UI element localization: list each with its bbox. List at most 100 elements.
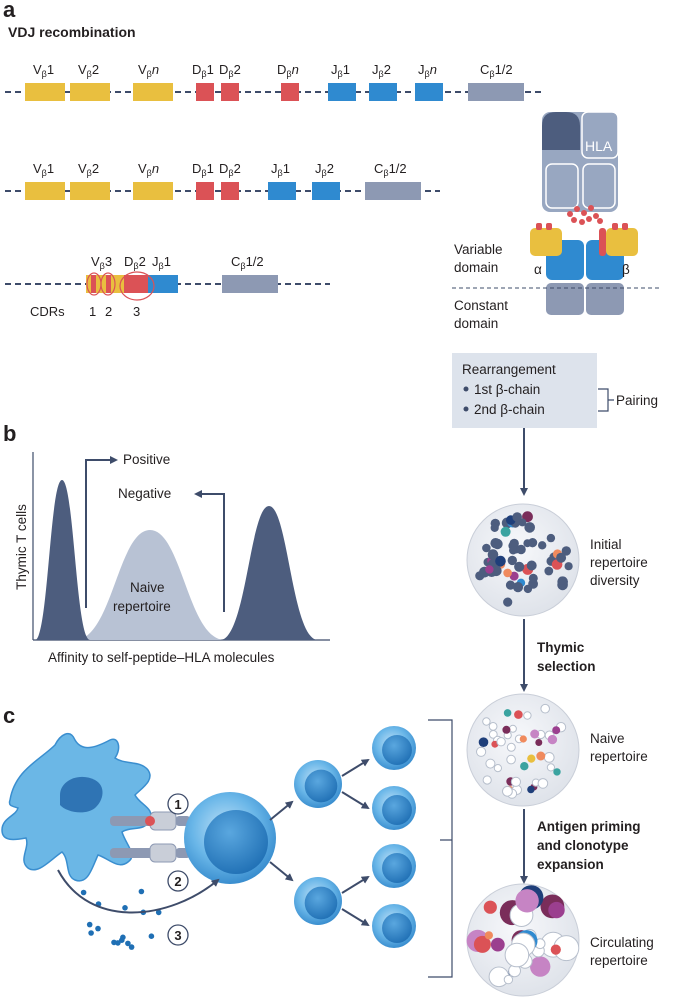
- c-segment: [365, 182, 421, 200]
- j-segment: [369, 83, 397, 101]
- negative-selection-arrow: [194, 490, 225, 612]
- clonotype-dot: [528, 573, 538, 583]
- clonotype-dot: [506, 742, 516, 752]
- expansion-arrow: [269, 861, 294, 882]
- clonotype-dot: [552, 726, 561, 735]
- clonotype-dot: [490, 523, 499, 533]
- dendritic-cell: [1, 732, 152, 882]
- clonotype-dot: [523, 711, 532, 720]
- j-segment: [415, 83, 443, 101]
- clonotype-dot: [561, 546, 571, 556]
- peptide-dot: [574, 206, 580, 212]
- circulating-label-2: repertoire: [590, 953, 648, 968]
- clonotype-dot: [512, 512, 522, 522]
- j-segment: [268, 182, 296, 200]
- hla-label-domain: [581, 111, 619, 159]
- clonotype-dot: [523, 584, 533, 594]
- clonotype-dot: [473, 935, 491, 953]
- clonotype-dot: [493, 764, 502, 773]
- gene-label: Dβ1: [192, 62, 214, 79]
- initial-label-3: diversity: [590, 573, 640, 588]
- gene-row-2: [25, 182, 421, 200]
- tcr-mhc-interaction: [110, 811, 190, 863]
- clonotype-dot: [530, 956, 551, 977]
- t-cell-clone-nucleus: [304, 886, 338, 920]
- clonotype-dot: [537, 778, 549, 789]
- clonotype-dot: [536, 751, 546, 761]
- thymic-selection-label-1: Thymic: [537, 640, 585, 655]
- clonotype-dot: [485, 565, 494, 574]
- cytokine-dot: [155, 909, 162, 916]
- naive-repertoire-label: Naive: [130, 580, 165, 595]
- clonotype-dot: [514, 561, 525, 572]
- t-cell-clone-nucleus: [382, 735, 412, 765]
- y-axis-label: Thymic T cells: [14, 504, 29, 590]
- clonal-expansion: [269, 726, 416, 948]
- rearrangement-item-2: 2nd β-chain: [474, 402, 545, 417]
- costim-receptor: [149, 843, 177, 863]
- signal-circle: [167, 924, 189, 946]
- pool-circle: [466, 693, 580, 807]
- gene-label: Vβ1: [33, 161, 54, 178]
- clonotype-dot: [538, 541, 547, 550]
- clonotype-dot: [530, 729, 540, 739]
- peptide: [145, 816, 155, 826]
- negative-label: Negative: [118, 486, 171, 501]
- clonotype-dot: [490, 565, 502, 577]
- naive-label-2: repertoire: [590, 749, 648, 764]
- x-axis-label: Affinity to self-peptide–HLA molecules: [48, 650, 275, 665]
- peptide-dot: [571, 217, 577, 223]
- beta-v-domain: [606, 228, 638, 256]
- variable-domain-label: Variable: [454, 242, 503, 257]
- clonotype-dot: [524, 522, 535, 533]
- gene-label: Vβ2: [78, 62, 99, 79]
- clonotype-dot: [548, 901, 565, 919]
- clonotype-dot: [547, 734, 558, 745]
- expansion-bracket: [428, 719, 453, 978]
- panel-b-letter: b: [3, 421, 16, 446]
- expansion-arrow: [341, 908, 370, 927]
- v-segment: [25, 182, 65, 200]
- cdr-number: 3: [133, 304, 140, 319]
- clonotype-dot: [503, 597, 513, 607]
- peptide-dot: [579, 219, 585, 225]
- clonotype-dot: [546, 533, 556, 543]
- clonotype-dot: [500, 526, 511, 537]
- cdr3-outline: [119, 271, 155, 301]
- clonotype-dot: [528, 538, 538, 548]
- clonotype-dot: [544, 566, 554, 576]
- expansion-arrow: [341, 791, 370, 810]
- cytokine-dot: [88, 930, 94, 936]
- gene-label: Cβ1/2: [480, 62, 513, 79]
- clonotype-dot: [488, 722, 498, 731]
- clonotype-dot: [519, 735, 527, 743]
- d-segment: [124, 275, 148, 293]
- clonotype-dot: [514, 710, 523, 719]
- gene-label: Dβ2: [219, 161, 241, 178]
- alpha-label: α: [534, 262, 542, 277]
- clonotype-dot: [508, 724, 517, 733]
- gene-labels-row-3: Vβ3 Dβ2 Jβ1 Cβ1/2: [91, 254, 264, 271]
- peptide-dot: [588, 205, 594, 211]
- pool-dots: [476, 703, 567, 799]
- high-affinity-peak: [220, 506, 318, 640]
- cdrs-label: CDRs: [30, 304, 65, 319]
- beta-cdr: [612, 223, 618, 230]
- clonotype-dot: [496, 737, 506, 747]
- rearrangement-box: [452, 353, 597, 428]
- v-segment: [70, 182, 110, 200]
- beta-cdr: [622, 223, 628, 230]
- gene-label: Vβ3: [91, 254, 112, 271]
- gene-label: Cβ1/2: [374, 161, 407, 178]
- d-segment: [221, 83, 239, 101]
- signal-2-badge: 2: [167, 870, 189, 892]
- vdj-title: VDJ recombination: [8, 24, 136, 40]
- pool-dots: [466, 885, 580, 988]
- cytokine-dot: [138, 888, 145, 895]
- t-cell-clone-nucleus: [382, 913, 412, 943]
- clonotype-dot: [507, 555, 517, 566]
- clonotype-dot: [512, 582, 524, 593]
- v-segment: [70, 83, 110, 101]
- cytokine-dot: [80, 889, 87, 896]
